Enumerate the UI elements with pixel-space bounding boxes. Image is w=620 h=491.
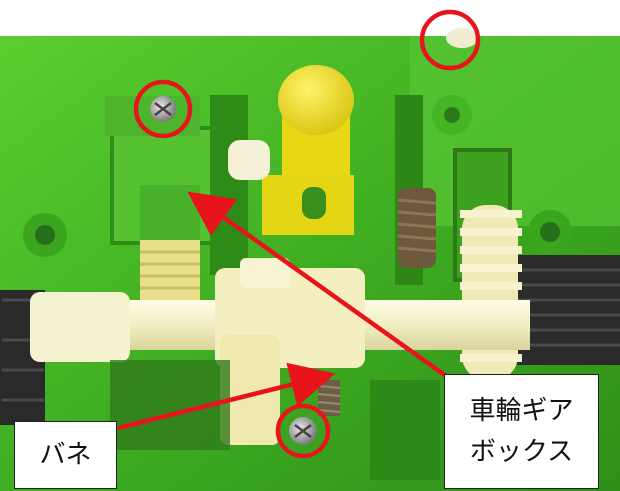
circle-marker-icon — [133, 79, 193, 139]
arrow-icon — [187, 191, 448, 378]
screw-icon — [150, 96, 176, 122]
gear-box-label-line2: ボックス — [469, 436, 574, 467]
spring-label-text: バネ — [39, 439, 92, 470]
circle-marker-icon — [419, 9, 481, 71]
small-spring — [317, 380, 341, 416]
yellow-knob — [262, 65, 354, 235]
gear-box-label: 車輪ギア ボックス — [444, 374, 599, 489]
coil-spring-upper — [397, 188, 437, 268]
mounting-post-left — [23, 213, 67, 257]
knob-tip — [446, 28, 478, 48]
gear-box-label-line1: 車輪ギア — [469, 396, 574, 427]
mounting-post-top — [432, 95, 472, 135]
cream-gear — [460, 205, 522, 380]
spring-label: バネ — [14, 421, 117, 489]
screw-icon — [289, 417, 317, 445]
mounting-post-right — [528, 210, 572, 254]
arrow-icon — [117, 362, 336, 431]
